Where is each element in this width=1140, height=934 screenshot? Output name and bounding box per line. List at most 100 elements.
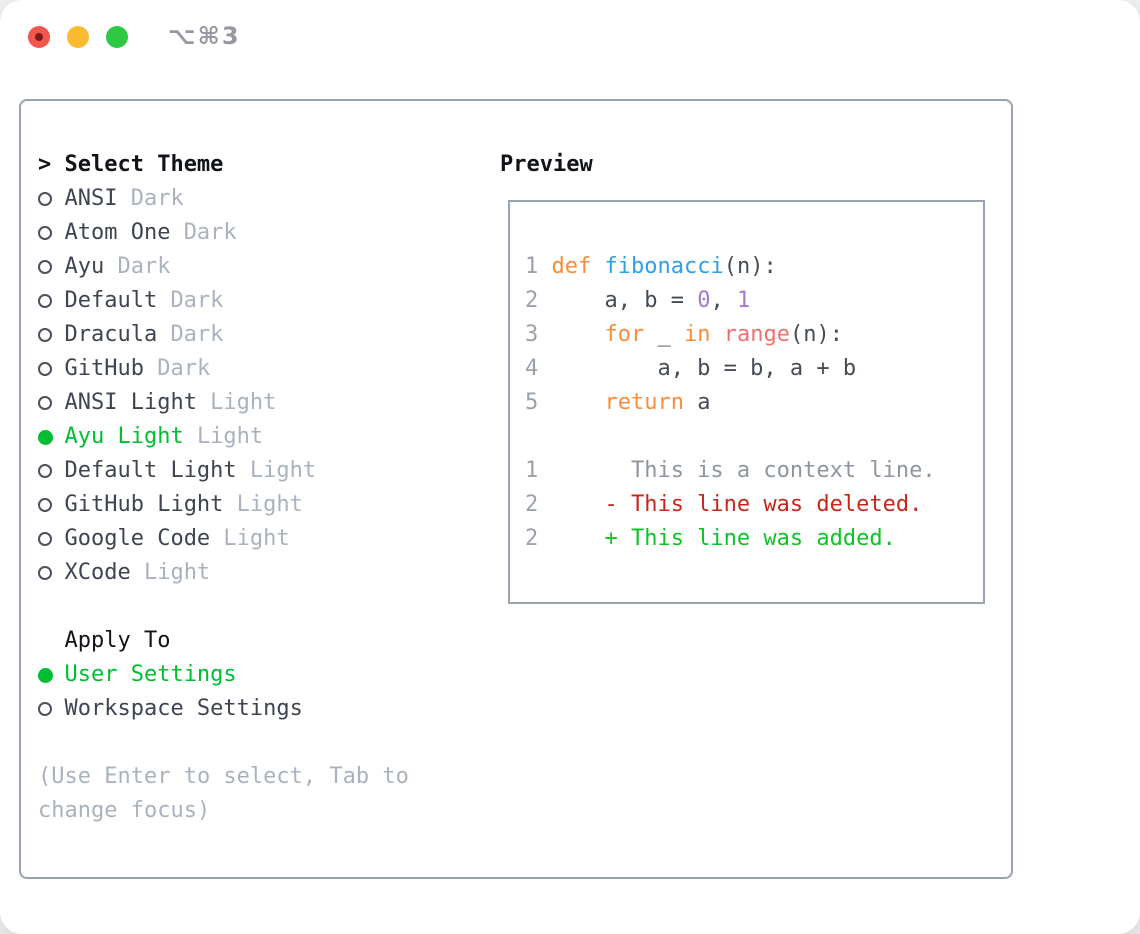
line-number: 2 (525, 526, 539, 551)
minimize-button[interactable] (67, 26, 89, 48)
theme-name: Atom One (64, 220, 171, 245)
radio-circle (38, 429, 53, 445)
theme-option-atom-one[interactable]: Atom One Dark (38, 216, 409, 250)
code-segment (710, 318, 723, 352)
code-segment: a, b = b, a + b (551, 356, 857, 381)
diff-line-deleted: 2 - This line was deleted. (525, 488, 983, 522)
radio-circle (38, 362, 52, 376)
code-segment (551, 318, 604, 352)
radio-circle (38, 294, 52, 308)
code-segment: fibonacci (604, 254, 724, 279)
hint-line: change focus) (38, 798, 211, 823)
theme-variant-tag: Light (223, 526, 290, 551)
code-segment: 0 (697, 288, 711, 313)
line-number: 5 (525, 390, 539, 415)
theme-variant-tag: Dark (117, 254, 171, 279)
radio-circle (38, 702, 52, 716)
radio-unselected-icon (38, 556, 64, 590)
theme-name: Google Code (64, 526, 211, 551)
close-button[interactable] (28, 26, 50, 48)
line-number: 2 (525, 492, 539, 517)
theme-name: Default (64, 288, 158, 313)
theme-variant-tag: Light (143, 560, 211, 585)
theme-option-github[interactable]: GitHub Dark (38, 352, 409, 386)
theme-option-ansi-light[interactable]: ANSI Light Light (38, 386, 409, 420)
radio-unselected-icon (38, 352, 64, 386)
code-segment (551, 488, 604, 522)
code-segment (551, 522, 604, 556)
theme-variant-tag: Light (236, 492, 303, 517)
code-segment: - This line was deleted. (604, 492, 923, 517)
radio-unselected-icon (38, 386, 64, 420)
apply-option-user-settings[interactable]: User Settings (38, 658, 409, 692)
line-number: 2 (525, 288, 539, 313)
code-segment: for (604, 322, 645, 347)
radio-unselected-icon (38, 454, 64, 488)
line-number: 4 (525, 356, 539, 381)
traffic-lights (28, 26, 128, 48)
theme-option-dracula[interactable]: Dracula Dark (38, 318, 409, 352)
radio-selected-icon (38, 420, 64, 454)
preview-title: Preview (500, 152, 593, 177)
theme-variant-tag: Dark (183, 220, 237, 245)
spacer (38, 590, 409, 624)
apply-to-title: Apply To (64, 628, 171, 653)
radio-selected-icon (38, 658, 64, 692)
spacer (38, 726, 409, 760)
hint-text: (Use Enter to select, Tab to change focus… (38, 760, 409, 828)
radio-circle (38, 464, 52, 478)
code-segment: in (683, 322, 711, 347)
close-dot-icon (35, 33, 43, 41)
radio-unselected-icon (38, 284, 64, 318)
code-segment (591, 250, 604, 284)
theme-option-google-code[interactable]: Google Code Light (38, 522, 409, 556)
code-segment: (n): (789, 322, 843, 347)
line-number: 1 (525, 458, 539, 483)
radio-circle (38, 260, 52, 274)
prompt-icon: > (38, 152, 52, 177)
theme-name: XCode (64, 560, 131, 585)
code-segment: , (710, 288, 737, 313)
theme-variant-tag: Dark (170, 322, 224, 347)
theme-variant-tag: Dark (157, 356, 211, 381)
code-segment: 1 (736, 288, 751, 313)
code-line: 2 a, b = 0, 1 (525, 284, 983, 318)
theme-option-xcode[interactable]: XCode Light (38, 556, 409, 590)
radio-circle (38, 396, 52, 410)
theme-option-ayu-light[interactable]: Ayu Light Light (38, 420, 409, 454)
hint-line: (Use Enter to select, Tab to (38, 764, 409, 789)
theme-variant-tag: Light (196, 424, 264, 449)
theme-name: ANSI Light (64, 390, 197, 415)
apply-option-label: User Settings (64, 662, 237, 687)
radio-unselected-icon (38, 182, 64, 216)
theme-name: Dracula (64, 322, 158, 347)
apply-to-header-row: Apply To (38, 624, 409, 658)
theme-variant-tag: Light (210, 390, 277, 415)
radio-unselected-icon (38, 250, 64, 284)
radio-circle (38, 226, 52, 240)
code-segment: def (551, 254, 592, 279)
theme-variant-tag: Dark (130, 186, 184, 211)
theme-name: Ayu Light (64, 424, 184, 449)
code-segment (551, 386, 604, 420)
radio-circle (38, 192, 52, 206)
code-segment: This is a context line. (551, 458, 936, 483)
radio-circle (38, 566, 52, 580)
code-segment: range (723, 322, 790, 347)
zoom-button[interactable] (106, 26, 128, 48)
titlebar[interactable]: ⌥⌘3 (0, 0, 1140, 74)
theme-name: GitHub (64, 356, 144, 381)
radio-unselected-icon (38, 522, 64, 556)
apply-option-workspace-settings[interactable]: Workspace Settings (38, 692, 409, 726)
line-number (525, 420, 551, 454)
code-line: 4 a, b = b, a + b (525, 352, 983, 386)
